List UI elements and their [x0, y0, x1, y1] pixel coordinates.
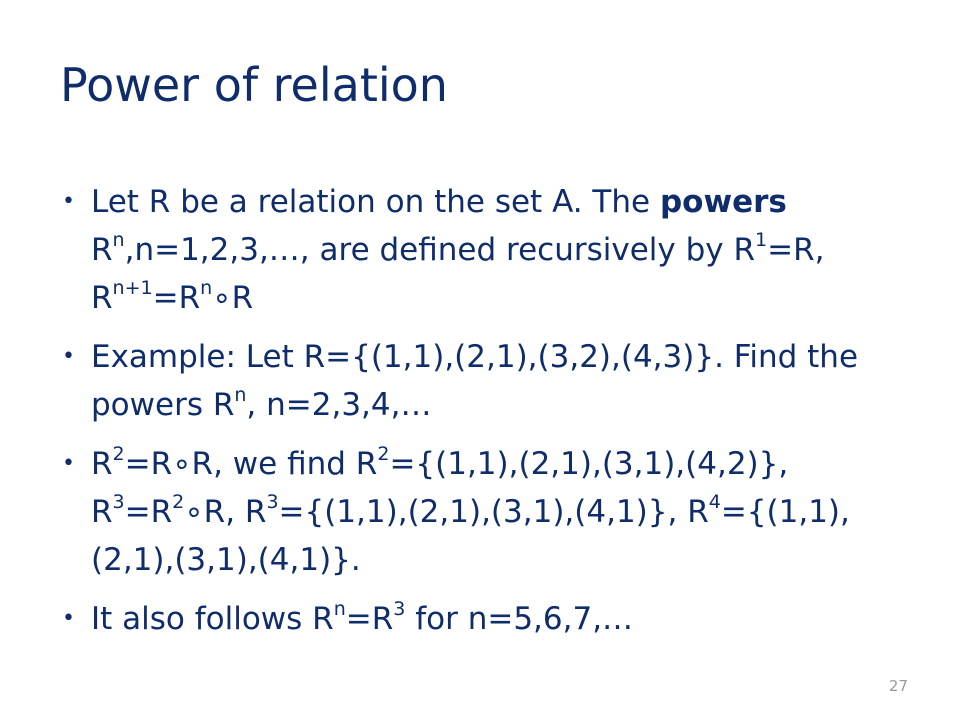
superscript: 4 — [708, 490, 721, 513]
text-run: It also follows R — [91, 601, 334, 637]
text-run: =R — [345, 601, 394, 637]
text-run: =R, R — [91, 232, 825, 316]
bullet-text: Example: Let R={(1,1),(2,1),(3,2),(4,3)}… — [91, 339, 858, 423]
superscript: 2 — [112, 442, 125, 465]
text-run: for n=5,6,7,… — [405, 601, 634, 637]
superscript: 2 — [172, 490, 185, 513]
bullet-computation: •R2=R∘R, we find R2={(1,1),(2,1),(3,1),(… — [62, 440, 912, 584]
text-run: ,n=1,2,3,…, are defined recursively by R — [124, 232, 756, 268]
page-number: 27 — [888, 677, 908, 695]
text-run: =R — [152, 280, 201, 316]
text-run: R — [91, 446, 113, 482]
bullet-definition: • Let R be a relation on the set A. The p… — [62, 178, 912, 322]
bullet-text: R2=R∘R, we find R2={(1,1),(2,1),(3,1),(4… — [91, 442, 850, 578]
superscript: 3 — [393, 597, 406, 620]
text-run: ={(1,1),(2,1),(3,1),(4,1)}, R — [278, 494, 709, 530]
superscript: n — [333, 597, 346, 620]
bullet-text: Let R be a relation on the set A. The po… — [91, 184, 824, 316]
text-run: ={(1,1),(2,1),(3,1),(4,1)}. — [91, 494, 850, 578]
bullet-dot-icon: • — [62, 451, 75, 476]
bullet-conclusion: • It also follows Rn=R3 for n=5,6,7,… — [62, 595, 912, 643]
bullet-list: • Let R be a relation on the set A. The p… — [62, 178, 912, 654]
superscript: n — [234, 383, 247, 406]
text-run: =R∘R, we find R — [124, 446, 378, 482]
superscript: 3 — [266, 490, 279, 513]
bullet-example: • Example: Let R={(1,1),(2,1),(3,2),(4,3)… — [62, 333, 912, 429]
text-run: ∘R — [212, 280, 254, 316]
superscript: 3 — [112, 490, 125, 513]
bullet-dot-icon: • — [62, 189, 75, 214]
bullet-dot-icon: • — [62, 606, 75, 631]
superscript: n — [112, 228, 125, 251]
text-run: , n=2,3,4,… — [246, 387, 432, 423]
text-run: Example: Let R={(1,1),(2,1),(3,2),(4,3)}… — [91, 339, 859, 423]
bold-term: powers — [659, 184, 787, 220]
text-run: ={(1,1),(2,1),(3,1),(4,2)}, R — [91, 446, 789, 530]
superscript: 1 — [755, 228, 768, 251]
slide-title: Power of relation — [60, 58, 448, 112]
superscript: n — [200, 276, 213, 299]
text-run: R — [91, 232, 113, 268]
text-run: ∘R, R — [184, 494, 267, 530]
bullet-dot-icon: • — [62, 344, 75, 369]
superscript: 2 — [377, 442, 390, 465]
text-run: =R — [124, 494, 173, 530]
text-run: Let R be a relation on the set A. The — [91, 184, 660, 220]
bullet-text: It also follows Rn=R3 for n=5,6,7,… — [91, 597, 634, 637]
superscript: n+1 — [112, 276, 153, 299]
